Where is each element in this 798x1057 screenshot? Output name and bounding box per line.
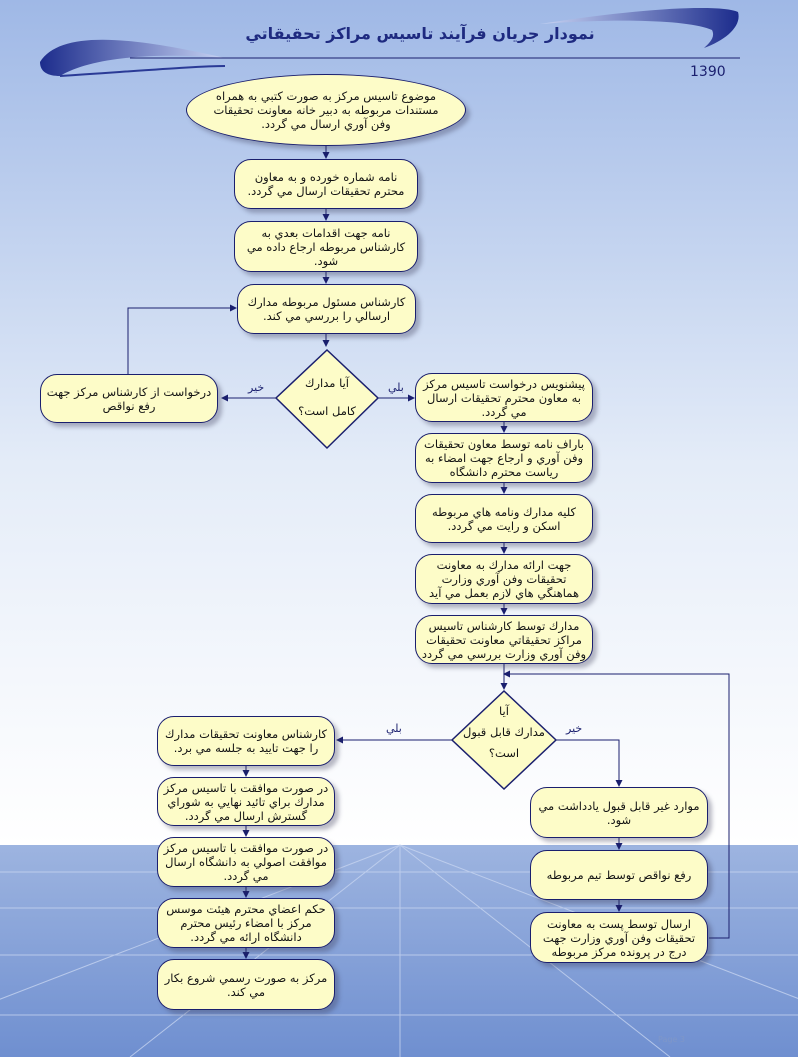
step-meeting-approval: كارشناس معاونت تحقيقات مدارك را جهت تايي… xyxy=(157,716,335,766)
step-principle-agreement: در صورت موافقت با تاسيس مركز موافقت اصول… xyxy=(157,837,335,887)
step-coordinate-ministry: جهت ارائه مدارك به معاونت تحقيقات وفن آو… xyxy=(415,554,593,604)
label-no-complete: خير xyxy=(248,381,265,394)
step-council-approval: در صورت موافقت با تاسيس مركز مدارك براي … xyxy=(157,777,335,826)
year-label: 1390 xyxy=(690,64,726,80)
step-team-fix: رفع نواقص توسط تيم مربوطه xyxy=(530,850,708,900)
step-post-ministry: ارسال توسط پست به معاونت تحقيقات وفن آور… xyxy=(530,912,708,963)
step-ministry-review: مدارك توسط كارشناس تاسيس مراكز تحقيقاتي … xyxy=(415,615,593,664)
step-expert-review: كارشناس مسئول مربوطه مدارك ارسالي را برر… xyxy=(237,284,416,334)
step-sign-president: باراف نامه توسط معاون تحقيقات وفن آوري و… xyxy=(415,433,593,483)
decision-diamond-acceptable xyxy=(450,689,558,791)
label-yes-complete: بلي xyxy=(388,381,404,394)
step-scan-documents: كليه مدارك ونامه هاي مربوطه اسكن و رايت … xyxy=(415,494,593,543)
page-number: Page 3 xyxy=(658,1035,685,1044)
decision-diamond-complete xyxy=(274,348,380,450)
step-founders-decree: حكم اعضاي محترم هيئت موسس مركز با امضاء … xyxy=(157,898,335,948)
step-center-starts: مركز به صورت رسمي شروع بكار مي كند. xyxy=(157,959,335,1010)
label-no-acceptable: خير xyxy=(566,722,583,735)
step-letter-registered: نامه شماره خورده و به معاون محترم تحقيقا… xyxy=(234,159,418,209)
page-title: نمودار جريان فرآيند تاسيس مراكز تحقيقاتي xyxy=(245,24,595,43)
label-yes-acceptable: بلي xyxy=(386,722,402,735)
step-note-issues: موارد غير قابل قبول يادداشت مي شود. xyxy=(530,787,708,838)
step-refer-expert: نامه جهت اقدامات بعدي به كارشناس مربوطه … xyxy=(234,221,418,272)
step-submit-request: موضوع تاسيس مركز به صورت كتبي به همراه م… xyxy=(186,74,466,146)
step-request-fix: درخواست از كارشناس مركز جهت رفع نواقص xyxy=(40,374,218,423)
step-draft-request: پيشنويس درخواست تاسيس مركز به معاون محتر… xyxy=(415,373,593,422)
